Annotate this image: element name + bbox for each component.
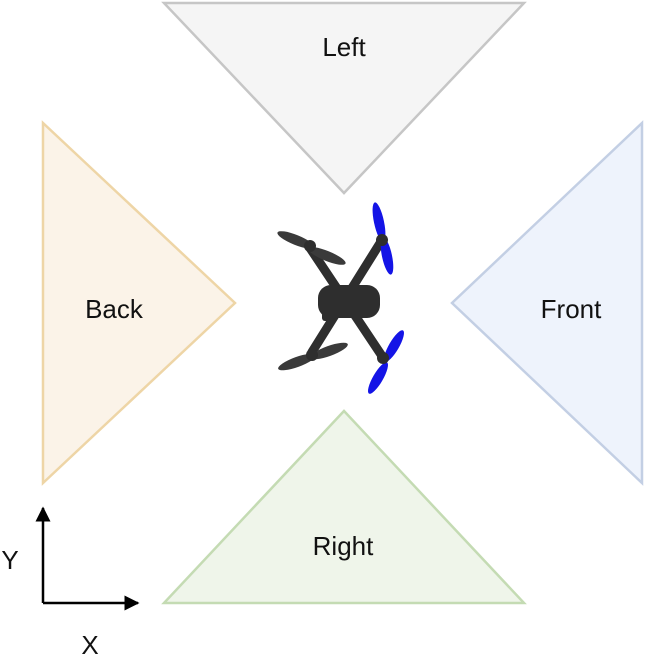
- front-triangle: [450, 120, 644, 486]
- front-label: Front: [541, 294, 602, 324]
- front-propeller-bottom: [368, 330, 404, 394]
- front-region: Front: [450, 120, 644, 486]
- back-triangle: [41, 120, 237, 486]
- y-axis-label: Y: [1, 545, 18, 575]
- left-label: Left: [322, 32, 366, 62]
- left-region: Left: [161, 1, 527, 195]
- drone-icon: [277, 202, 404, 394]
- drone-motors: [304, 234, 389, 364]
- coordinate-axes: Y X: [1, 506, 140, 658]
- rear-propeller-bottom: [278, 342, 348, 371]
- right-region: Right: [161, 409, 527, 605]
- left-triangle: [161, 1, 527, 195]
- drone-body: [318, 285, 380, 321]
- right-triangle: [161, 409, 527, 605]
- back-label: Back: [85, 294, 144, 324]
- front-propeller-top: [372, 202, 394, 275]
- right-label: Right: [313, 531, 374, 561]
- x-axis-label: X: [81, 630, 98, 658]
- back-region: Back: [41, 120, 237, 486]
